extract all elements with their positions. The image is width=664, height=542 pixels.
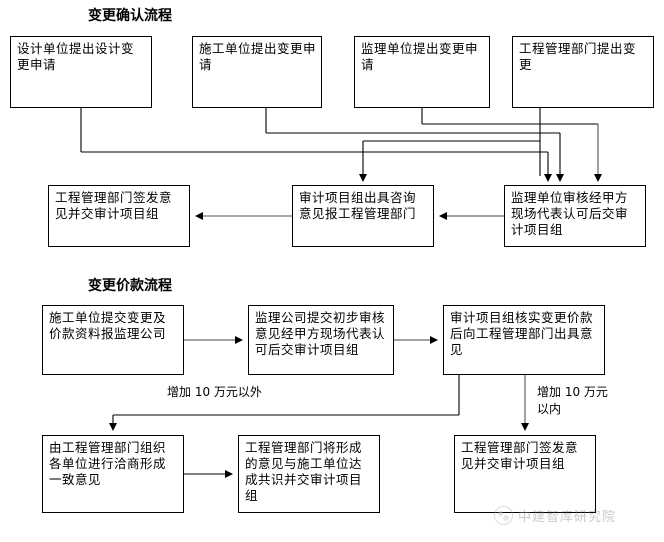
edge-label-within-100k-line1: 增加 10 万元 [537, 385, 608, 399]
node-engineering-dept-reach-consensus[interactable]: 工程管理部门将形成的意见与施工单位达成共识并交审计项目组 [238, 435, 380, 513]
node-supervision-unit-review-approval[interactable]: 监理单位审核经甲方现场代表认可后交审计项目组 [504, 185, 646, 247]
section-title-price: 变更价款流程 [88, 278, 172, 294]
node-engineering-dept-sign-opinion[interactable]: 工程管理部门签发意见并交审计项目组 [454, 435, 596, 513]
brand-logo-icon [494, 506, 513, 525]
watermark: 中建智库研究院 [494, 506, 616, 525]
node-engineering-dept-issue-opinion[interactable]: 工程管理部门签发意见并交审计项目组 [48, 185, 190, 247]
node-supervision-unit-change-request[interactable]: 监理单位提出变更申请 [354, 36, 490, 108]
watermark-text: 中建智库研究院 [518, 510, 617, 525]
node-design-unit-change-request[interactable]: 设计单位提出设计变更申请 [10, 36, 152, 108]
edge-label-over-100k: 增加 10 万元以外 [167, 385, 262, 399]
node-supervision-company-preliminary-review[interactable]: 监理公司提交初步审核意见经甲方现场代表认可后交审计项目组 [248, 305, 394, 375]
section-title-confirm: 变更确认流程 [88, 8, 172, 24]
edge-label-within-100k-line2: 以内 [537, 402, 562, 416]
node-construction-unit-submit-materials[interactable]: 施工单位提交变更及价款资料报监理公司 [42, 305, 184, 375]
node-audit-team-consulting-opinion[interactable]: 审计项目组出具咨询意见报工程管理部门 [292, 185, 434, 247]
node-construction-unit-change-request[interactable]: 施工单位提出变更申请 [192, 36, 322, 108]
node-engineering-dept-organize-negotiation[interactable]: 由工程管理部门组织各单位进行洽商形成一致意见 [42, 435, 184, 513]
node-engineering-dept-change-request[interactable]: 工程管理部门提出变更 [512, 36, 654, 108]
node-audit-team-verify-price[interactable]: 审计项目组核实变更价款后向工程管理部门出具意见 [443, 305, 605, 375]
